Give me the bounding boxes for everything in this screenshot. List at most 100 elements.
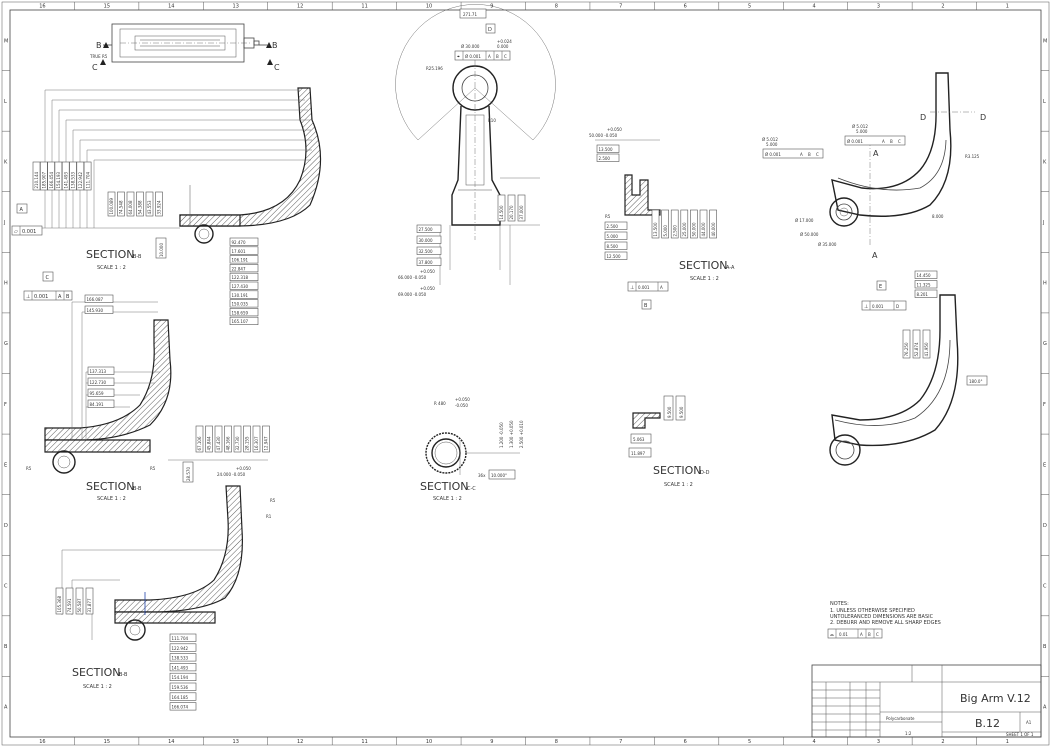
grid-row-label: B bbox=[4, 644, 8, 650]
bb1-vdim2: 64.008 bbox=[128, 200, 133, 214]
bb2-vdim: 67.106 bbox=[197, 436, 202, 450]
bb3-hdim: 122.942 bbox=[172, 646, 189, 651]
bb2-vdim: 16.307 bbox=[254, 436, 259, 450]
section-dd-view: 9.500 9.500 5.063 11.897 SECTION D-D SCA… bbox=[628, 395, 710, 488]
grid-col-label: 13 bbox=[233, 739, 239, 745]
aa-top-tol: +0.050 bbox=[607, 127, 622, 132]
grid-row-label: C bbox=[1043, 584, 1047, 590]
front-fcf-b: B bbox=[496, 54, 499, 59]
front-tol-bot: 0.000 bbox=[497, 44, 509, 49]
label-b-right: B bbox=[272, 41, 278, 50]
grid-row-label: H bbox=[1043, 281, 1047, 287]
cc-r: R 480 bbox=[434, 401, 446, 406]
iso2-perp-d: D bbox=[896, 304, 899, 309]
grid-row-label: K bbox=[4, 159, 8, 165]
aa-right-dim-box bbox=[670, 209, 679, 239]
cc-v3: 2.500 +0.010 bbox=[519, 420, 524, 448]
bb1-hdim-box bbox=[229, 272, 259, 282]
bb2-r-left: R5 bbox=[26, 466, 32, 471]
grid-col-label: 9 bbox=[490, 4, 493, 10]
aa-right-dim-box bbox=[661, 209, 669, 239]
front-top-box: 271.71 bbox=[463, 12, 477, 17]
bb1-hdim: 106.191 bbox=[232, 258, 249, 263]
section-aa-title: SECTION bbox=[679, 259, 727, 272]
front-right-dim-box bbox=[497, 194, 506, 222]
front-left-dim: 37.800 bbox=[419, 260, 433, 265]
cc-v2: 1.300 +0.050 bbox=[509, 420, 514, 448]
bb1-hdim-box bbox=[229, 316, 259, 326]
title-block-dwg-no: B.12 bbox=[975, 717, 1000, 730]
grid-col-label: 6 bbox=[684, 739, 687, 745]
grid-col-label: 14 bbox=[168, 739, 174, 745]
datum-a: A bbox=[20, 207, 24, 213]
grid-row-label: J bbox=[1042, 220, 1044, 226]
perp-b: B bbox=[66, 294, 70, 300]
bb1-hdim-box bbox=[229, 255, 259, 264]
bb3-vdim: 31.877 bbox=[87, 598, 92, 612]
aa-right-dim: 5.000 bbox=[663, 225, 668, 237]
iso2-vdim-box bbox=[902, 329, 911, 359]
bb3-hdim-box bbox=[169, 653, 197, 662]
iso2-box-box bbox=[914, 270, 938, 279]
flatness-tol: 0.001 bbox=[22, 229, 36, 235]
iso2-vdim: 76.250 bbox=[904, 342, 909, 356]
iso2-perp: 0.001 bbox=[872, 304, 884, 309]
iso-a-top: A bbox=[873, 149, 879, 158]
bb2-tol-top: +0.050 bbox=[236, 466, 251, 471]
grid-col-label: 6 bbox=[684, 4, 687, 10]
bb2-vdim: 32.730 bbox=[235, 436, 240, 450]
note-true-r5: TRUE R5 bbox=[89, 54, 108, 59]
bb2-vdim-box bbox=[262, 425, 270, 453]
grid-col-label: 3 bbox=[877, 739, 880, 745]
section-dd-sub: D-D bbox=[700, 470, 710, 476]
bb2-mid-dim: 84.191 bbox=[90, 402, 104, 407]
iso-r-right: R3.125 bbox=[965, 154, 980, 159]
grid-col-label: 3 bbox=[877, 4, 880, 10]
bb3-vdim: 74.591 bbox=[67, 598, 72, 612]
section-bb3-scale: SCALE 1 : 2 bbox=[83, 684, 112, 690]
aa-stack-dim: 2.500 bbox=[599, 156, 611, 161]
front-right-dim: 37.000 bbox=[519, 205, 524, 219]
bb1-hdim-box bbox=[229, 299, 259, 308]
bb3-hdim: 138.533 bbox=[172, 656, 189, 661]
label-c-left: C bbox=[92, 63, 98, 72]
iso2-perp-sym: ⊥ bbox=[864, 304, 868, 310]
aa-right-dim-box bbox=[680, 209, 689, 239]
bb2-mid-dim-box bbox=[87, 388, 115, 397]
bb3-hdim-box bbox=[169, 663, 197, 672]
front-tol2-top: +0.050 bbox=[420, 286, 435, 291]
section-cc-title: SECTION bbox=[420, 480, 468, 493]
iso-a-bot: A bbox=[872, 251, 878, 260]
iso-fcf1: Ø 0.001 bbox=[847, 139, 863, 144]
bb1-hdim: 150.035 bbox=[232, 302, 249, 307]
iso-fcf2: Ø 0.001 bbox=[765, 152, 781, 157]
front-fcf-a: A bbox=[488, 54, 491, 59]
front-tol2-bot: 69.000 -0.050 bbox=[398, 292, 427, 297]
bb1-vdim2: 33.924 bbox=[157, 200, 162, 214]
aa-right-dim: 44.000 bbox=[701, 222, 706, 236]
grid-col-label: 8 bbox=[555, 739, 558, 745]
section-cc-sub: C-C bbox=[467, 486, 476, 492]
front-tol-top: +0.024 bbox=[497, 39, 512, 44]
section-bb2-title: SECTION bbox=[86, 480, 134, 493]
profile-a: A bbox=[860, 632, 863, 637]
bb1-vdim2: 74.548 bbox=[119, 200, 124, 214]
bb3-hdim: 111.704 bbox=[172, 636, 189, 641]
iso-dia1: Ø 5.012 bbox=[852, 124, 868, 129]
grid-col-label: 10 bbox=[426, 4, 432, 10]
grid-row-label: J bbox=[3, 220, 5, 226]
bb3-vdim-box bbox=[85, 587, 94, 615]
bb1-vdim2-box bbox=[145, 191, 154, 217]
grid-col-label: 2 bbox=[941, 739, 944, 745]
front-fcf-tol: Ø 0.001 bbox=[465, 54, 481, 59]
grid-col-label: 9 bbox=[490, 739, 493, 745]
grid-col-label: 12 bbox=[297, 739, 303, 745]
grid-row-label: E bbox=[1043, 462, 1046, 468]
grid-col-label: 16 bbox=[39, 4, 45, 10]
title-block-sheet: SHEET 1 OF 1 bbox=[1006, 732, 1034, 737]
grid-row-label: G bbox=[4, 341, 8, 347]
bb3-vdim-box bbox=[75, 587, 84, 615]
